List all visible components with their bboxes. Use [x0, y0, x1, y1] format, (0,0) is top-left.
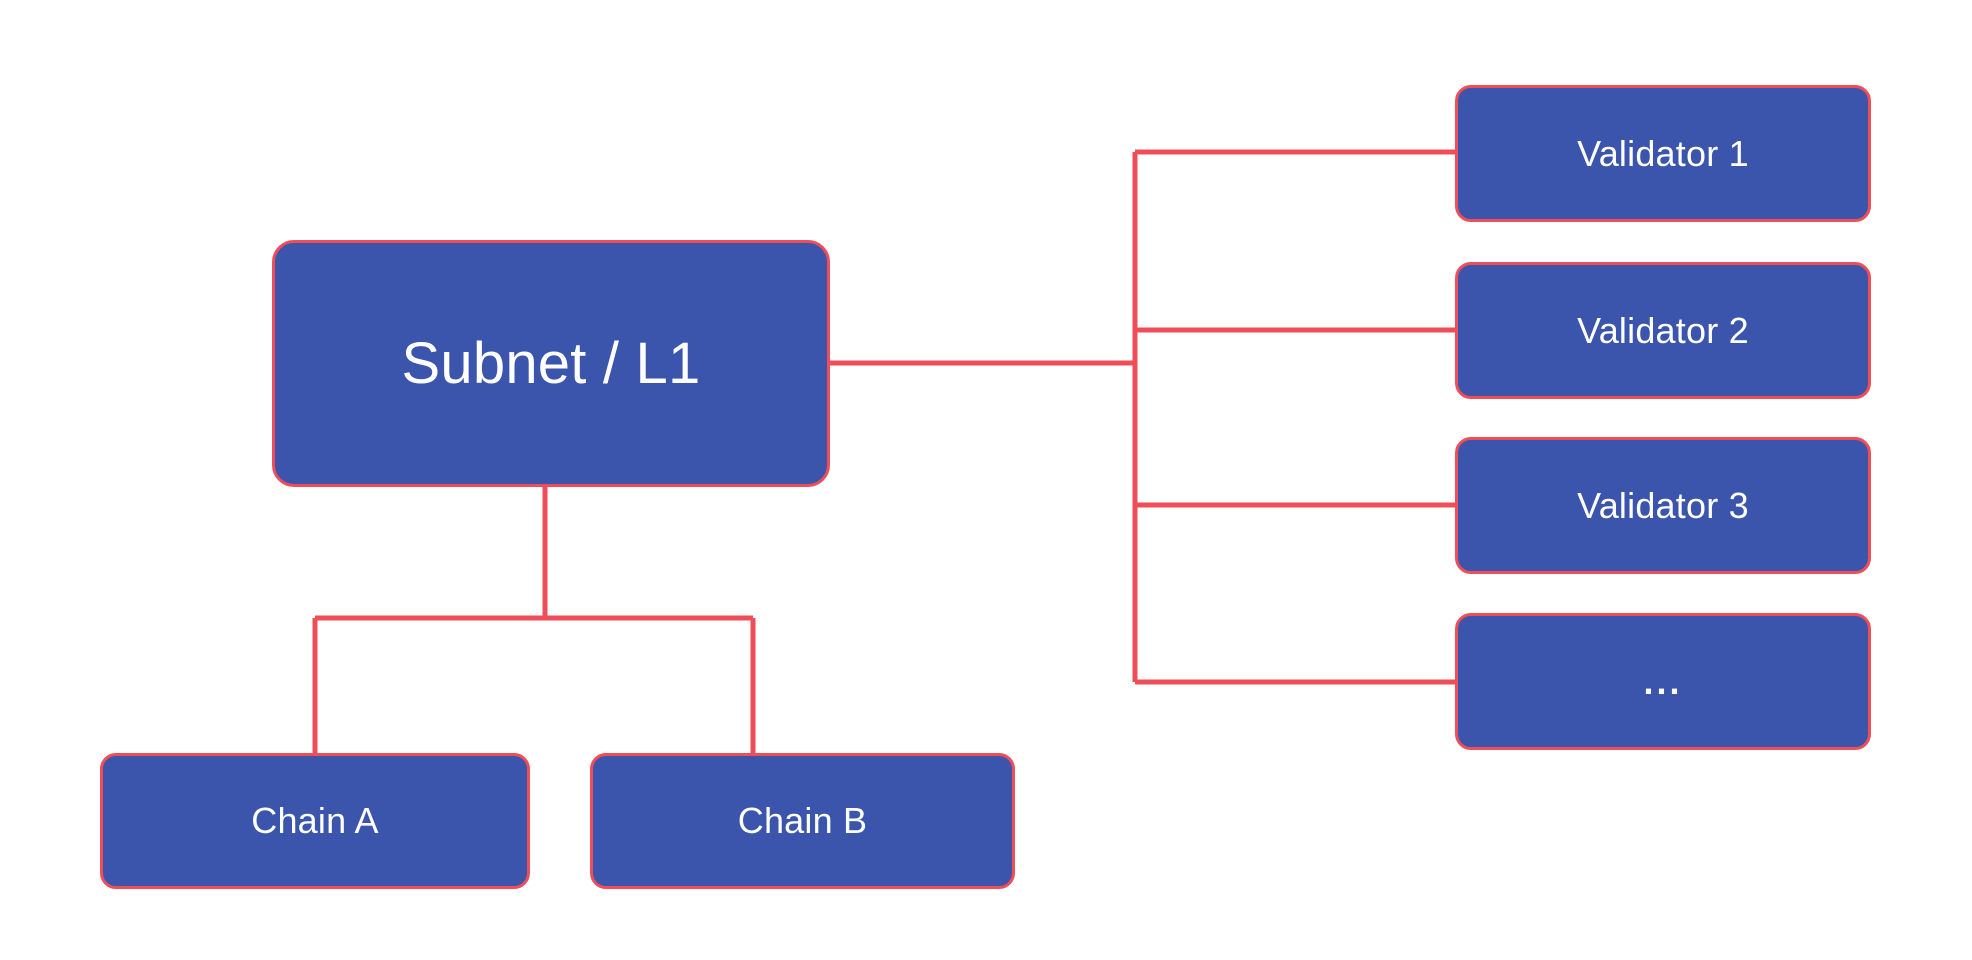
node-validator-more-label: ... — [1643, 660, 1683, 702]
node-subnet-l1[interactable]: Subnet / L1 — [272, 240, 830, 487]
node-chain-a[interactable]: Chain A — [100, 753, 530, 889]
node-validator-3-label: Validator 3 — [1577, 484, 1749, 526]
node-validator-3[interactable]: Validator 3 — [1455, 437, 1871, 574]
node-subnet-l1-label: Subnet / L1 — [401, 330, 701, 396]
node-chain-b-label: Chain B — [737, 800, 868, 842]
node-chain-b[interactable]: Chain B — [590, 753, 1015, 889]
node-chain-a-label: Chain A — [251, 800, 379, 842]
node-validator-more[interactable]: ... — [1455, 613, 1871, 750]
node-validator-2[interactable]: Validator 2 — [1455, 262, 1871, 399]
node-validator-1-label: Validator 1 — [1577, 132, 1749, 174]
node-validator-1[interactable]: Validator 1 — [1455, 85, 1871, 222]
node-validator-2-label: Validator 2 — [1577, 309, 1749, 351]
